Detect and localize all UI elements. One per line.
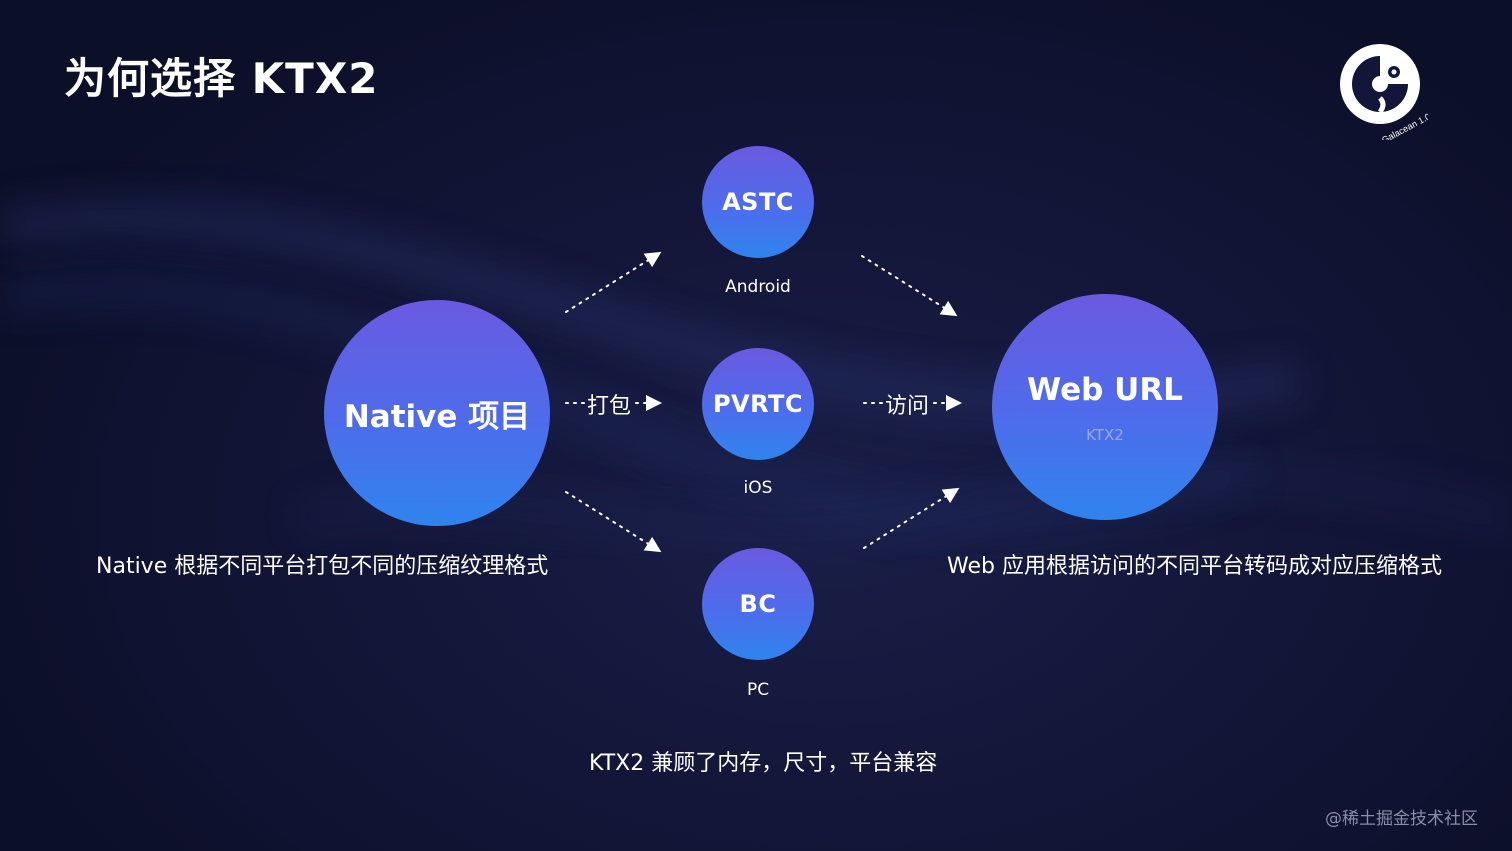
native-project-node: Native 项目 xyxy=(324,300,550,526)
page-title: 为何选择 KTX2 xyxy=(64,54,379,103)
astc-label: ASTC xyxy=(722,188,794,216)
arrow-native-astc xyxy=(565,251,662,313)
watermark: @稀土掘金技术社区 xyxy=(1325,809,1478,829)
web-url-label: Web URL xyxy=(1027,372,1183,408)
native-project-label: Native 项目 xyxy=(343,398,531,435)
summary-text: KTX2 兼顾了内存，尺寸，平台兼容 xyxy=(589,751,938,776)
pack-arrow-label: 打包 xyxy=(587,394,632,419)
web-url-sublabel: KTX2 xyxy=(1086,426,1124,444)
pvrtc-node: PVRTC xyxy=(702,348,814,460)
android-platform-label: Android xyxy=(725,277,791,297)
galacean-logo-icon: Galacean 1.0 xyxy=(1340,44,1428,140)
arrow-native-bc xyxy=(565,491,662,553)
visit-arrow-label: 访问 xyxy=(885,394,930,419)
pc-platform-label: PC xyxy=(746,680,770,700)
bc-node: BC xyxy=(702,548,814,660)
pvrtc-label: PVRTC xyxy=(712,390,804,418)
native-description: Native 根据不同平台打包不同的压缩纹理格式 xyxy=(96,554,549,579)
astc-node: ASTC xyxy=(702,146,814,258)
arrow-astc-web xyxy=(861,255,958,317)
arrow-bc-web xyxy=(863,487,960,549)
web-url-node: Web URL KTX2 xyxy=(992,294,1218,520)
ios-platform-label: iOS xyxy=(743,478,773,498)
bc-label: BC xyxy=(739,590,777,618)
web-description: Web 应用根据访问的不同平台转码成对应压缩格式 xyxy=(947,554,1442,579)
